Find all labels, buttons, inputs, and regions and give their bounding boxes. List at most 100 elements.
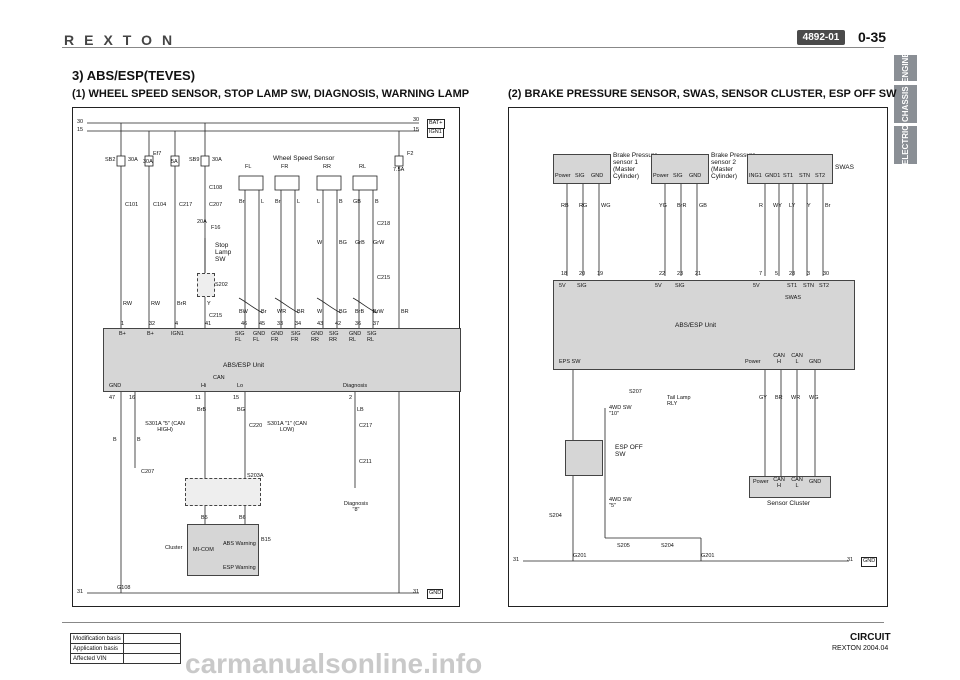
tail-lamp-relay: Tail Lamp RLY bbox=[667, 395, 691, 407]
connector-label: C217 bbox=[179, 202, 193, 208]
bps1-pin: GND bbox=[591, 173, 604, 179]
wire-color: GB bbox=[353, 199, 361, 205]
wire-color: BR bbox=[401, 309, 409, 315]
wire-color: BW bbox=[239, 309, 248, 315]
rail-15-right: 15 bbox=[413, 127, 420, 133]
connector-label: C207 bbox=[141, 469, 155, 475]
wire-color: Br bbox=[825, 203, 831, 209]
connector-label: C108 bbox=[209, 185, 223, 191]
abs-esp-unit-label: ABS/ESP Unit bbox=[223, 362, 265, 369]
unit-terminal: GND RL bbox=[349, 331, 362, 343]
left-diagram-title: (1) WHEEL SPEED SENSOR, STOP LAMP SW, DI… bbox=[72, 88, 470, 100]
bps2-pin: SIG bbox=[673, 173, 683, 179]
s204-label-b: S204 bbox=[661, 543, 674, 549]
wheel-fr: FR bbox=[281, 164, 289, 170]
unit-pin: 28 bbox=[789, 271, 796, 277]
esp-off-label: ESP OFF SW bbox=[615, 444, 643, 459]
watermark: carmanualsonline.info bbox=[185, 648, 483, 679]
micom-label: MI-COM bbox=[193, 547, 214, 553]
stop-lamp-switch: Stop Lamp SW bbox=[215, 242, 232, 264]
wire-color: BG bbox=[339, 309, 347, 315]
wire-color: BG bbox=[339, 240, 347, 246]
wire-color: RW bbox=[151, 301, 161, 307]
g201-label-b: G201 bbox=[701, 553, 715, 559]
unit-terminal: ST2 bbox=[819, 283, 830, 289]
swas-pin: STN bbox=[799, 173, 810, 179]
wire-color: BR bbox=[297, 309, 305, 315]
diagnosis-8: Diagnosis "8" bbox=[343, 501, 369, 513]
tab-engine[interactable]: ENGINE bbox=[894, 53, 917, 83]
wire-color: W bbox=[317, 240, 323, 246]
bottom-wire: B bbox=[113, 437, 117, 443]
s204-label: S204 bbox=[549, 513, 562, 519]
footer-row-label: Modification basis bbox=[70, 633, 124, 644]
footer-rule bbox=[62, 622, 884, 623]
bps1-pin: Power bbox=[555, 173, 571, 179]
cluster-wire: WG bbox=[809, 395, 819, 401]
fuse-amp: 20A bbox=[197, 219, 207, 225]
unit-pin: 4 bbox=[175, 321, 179, 327]
esp-off-switch bbox=[565, 440, 603, 476]
unit-pin: 46 bbox=[241, 321, 248, 327]
connector-label: C215 bbox=[209, 313, 223, 319]
tab-chassis[interactable]: CHASSIS bbox=[894, 85, 917, 123]
cluster-box bbox=[187, 524, 259, 576]
unit-terminal: SIG bbox=[577, 283, 587, 289]
footer-row-label: Affected VIN bbox=[70, 653, 124, 664]
unit-terminal: GND RR bbox=[311, 331, 324, 343]
g201-label: G201 bbox=[573, 553, 587, 559]
unit-pin: 41 bbox=[205, 321, 212, 327]
swas-pin: ST2 bbox=[815, 173, 826, 179]
bottom-wire: BrB bbox=[197, 407, 207, 413]
wire-color: RW bbox=[123, 301, 133, 307]
sensor-cluster-terminal: CAN H bbox=[773, 477, 785, 489]
rail-30-left: 30 bbox=[77, 119, 84, 125]
wire-color: L bbox=[261, 199, 265, 205]
connector-label: C211 bbox=[359, 459, 372, 465]
left-wiring-svg bbox=[87, 122, 419, 594]
unit-terminal: 5V bbox=[753, 283, 760, 289]
wheel-rr: RR bbox=[323, 164, 331, 170]
fuse-label: SB9 bbox=[189, 157, 200, 163]
wire-color: BrR bbox=[677, 203, 687, 209]
tab-electric[interactable]: ELECTRIC bbox=[894, 125, 917, 165]
unit-terminal: SIG FL bbox=[235, 331, 245, 343]
can-lo-label: Lo bbox=[237, 383, 244, 389]
ign-label: IGN1 bbox=[427, 128, 444, 138]
wire-color: Y bbox=[807, 203, 811, 209]
unit-terminal: SIG bbox=[675, 283, 685, 289]
abs-esp-unit-right bbox=[553, 280, 855, 370]
sensor-cluster-terminal: Power bbox=[753, 479, 769, 485]
wire-color: LY bbox=[789, 203, 796, 209]
wire-color: B bbox=[375, 199, 379, 205]
wire-color: YG bbox=[659, 203, 667, 209]
gnd-label: GND bbox=[427, 589, 444, 599]
bottom-pin: 16 bbox=[129, 395, 136, 401]
bps2-title: Brake Pressure sensor 2 (Master Cylinder… bbox=[711, 152, 756, 181]
model-label: REXTON 2004.04 bbox=[832, 645, 889, 652]
cluster-terminal: CAN L bbox=[791, 353, 803, 365]
g108-label: G108 bbox=[117, 585, 131, 591]
connector-label: C220 bbox=[249, 423, 263, 429]
unit-pin: 42 bbox=[335, 321, 342, 327]
right-diagram-title: (2) BRAKE PRESSURE SENSOR, SWAS, SENSOR … bbox=[508, 88, 897, 100]
footer-row-label: Application basis bbox=[70, 643, 124, 654]
cluster-wire: WR bbox=[791, 395, 801, 401]
swas-unit-label: SWAS bbox=[785, 295, 801, 301]
unit-terminal: SIG RR bbox=[329, 331, 339, 343]
connector-label: C101 bbox=[125, 202, 139, 208]
can-hi-label: Hi bbox=[201, 383, 207, 389]
wire-color: WG bbox=[601, 203, 611, 209]
bps1-title: Brake Pressure sensor 1 (Master Cylinder… bbox=[613, 152, 658, 181]
bottom-wire: BG bbox=[237, 407, 245, 413]
fuse-amp: 30A bbox=[143, 159, 153, 165]
wire-color: L bbox=[297, 199, 301, 205]
abs-esp-unit-left bbox=[103, 328, 461, 392]
gnd-31-left: 31 bbox=[77, 589, 84, 595]
abs-warning-lamp: ABS Warning bbox=[223, 541, 256, 547]
fuse-amp: 30A bbox=[128, 157, 138, 163]
wheel-speed-sensor-title: Wheel Speed Sensor bbox=[273, 155, 335, 162]
unit-pin: 34 bbox=[295, 321, 302, 327]
brand-logo: REXTON bbox=[64, 32, 183, 48]
cluster-label: Cluster bbox=[165, 545, 183, 551]
